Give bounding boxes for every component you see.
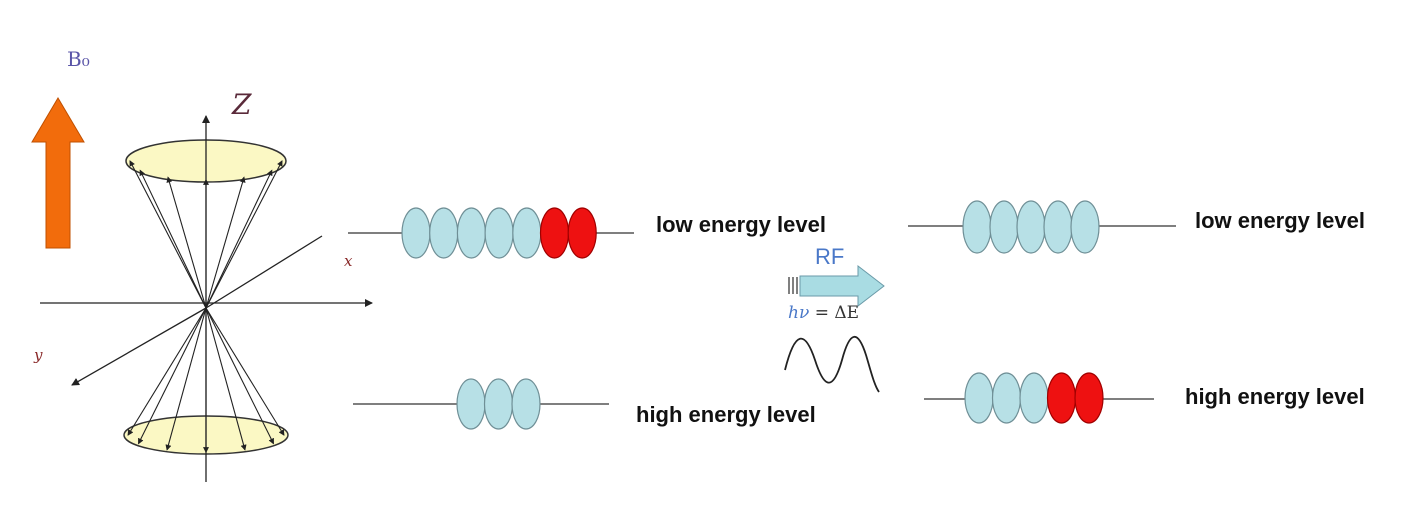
lower-spin-vector (205, 307, 285, 436)
after-high-spin (991, 372, 1022, 424)
after-high-flipped-spin (1046, 372, 1077, 424)
upper-spin-vector (205, 176, 246, 309)
lower-spin-vector (138, 307, 207, 445)
before-low-spin (512, 207, 542, 259)
spin-group-before-high (456, 378, 541, 430)
before-low-spin (429, 207, 459, 259)
spin-group-before-low (401, 207, 597, 259)
energy-equation: hν = ΔE (788, 303, 859, 323)
lower-spin-vector (205, 307, 247, 451)
rf-sine-wave (784, 336, 880, 393)
equation-h-nu: hν (788, 303, 810, 323)
after-low-spin (1070, 200, 1100, 254)
spin-group-after-high (964, 372, 1104, 424)
y-axis (71, 307, 207, 386)
upper-spin-vector (205, 160, 283, 309)
after-high-flipped-spin (1074, 372, 1104, 424)
upper-spin-vector (166, 176, 207, 309)
z-axis-label: Z (232, 88, 252, 121)
after-high-spin (964, 372, 994, 424)
after-low-spin (962, 200, 992, 254)
upper-spin-vector (129, 160, 207, 309)
after-low-spin (1043, 200, 1073, 254)
spin-group-after-low (962, 200, 1100, 254)
upper-spin-vector (205, 169, 273, 309)
before-low-flipped-spin (539, 207, 570, 259)
x-axis (205, 235, 323, 309)
y-axis-label: y (34, 346, 43, 364)
before-high-spin (511, 378, 541, 430)
equation-delta-e: = ΔE (809, 303, 860, 323)
x-axis-label: x (344, 252, 353, 270)
before-low-flipped-spin (567, 207, 597, 259)
lower-spin-vector (127, 307, 207, 436)
after-low-spin (1016, 200, 1046, 254)
before-low-spin (484, 207, 514, 259)
lower-spin-vector (205, 307, 274, 445)
rf-label: RF (815, 244, 845, 269)
before-low-level-label: low energy level (656, 212, 826, 237)
before-high-spin (483, 378, 514, 430)
rf-arrow (788, 264, 885, 308)
after-low-level-label: low energy level (1195, 208, 1365, 233)
after-high-level-label: high energy level (1185, 384, 1365, 409)
after-low-spin (989, 200, 1019, 254)
upper-spin-vector (139, 169, 207, 309)
coordinate-axes (40, 115, 373, 482)
before-low-spin (456, 207, 486, 259)
rf-arrow-shape (799, 264, 885, 308)
before-high-level-label: high energy level (636, 402, 816, 427)
lower-spin-vector (165, 307, 207, 451)
after-high-spin (1019, 372, 1049, 424)
before-high-spin (456, 378, 486, 430)
field-arrow (31, 97, 85, 249)
before-low-spin (401, 207, 431, 259)
field-label-b0: B₀ (67, 47, 90, 71)
